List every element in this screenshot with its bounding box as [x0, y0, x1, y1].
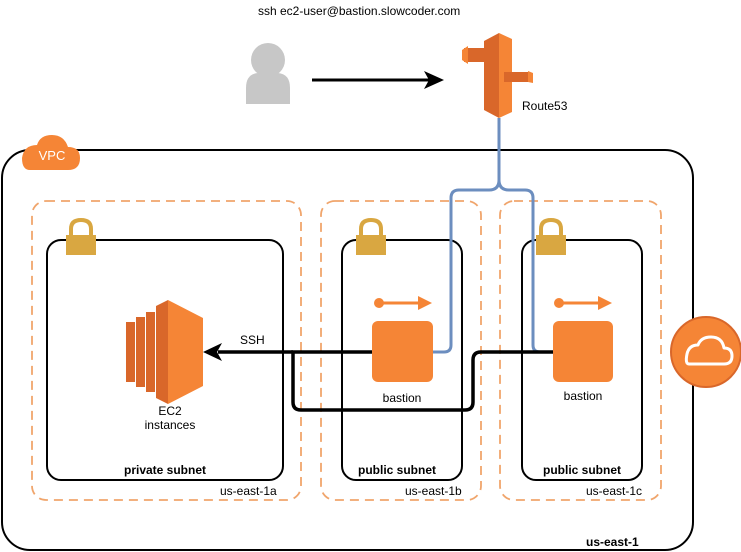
bastion-instance-icon: [553, 296, 613, 382]
route53-to-bastion-1b-link: [433, 118, 501, 354]
route53-icon: [462, 33, 533, 118]
ssh-connection: [203, 343, 553, 412]
public-subnet-label: public subnet: [358, 463, 436, 477]
user-to-route53-arrow: [312, 71, 444, 89]
vpc-badge-label: VPC: [38, 148, 66, 163]
route53-label: Route53: [522, 99, 568, 113]
ssh-arrow-label: SSH: [240, 333, 265, 347]
public-subnet-label: public subnet: [543, 463, 621, 477]
ec2-instances-icon: [126, 300, 203, 404]
user-icon: [246, 43, 290, 104]
ec2-label-line2: instances: [144, 418, 196, 432]
vpc-cloud-icon: [22, 135, 80, 170]
route53-to-bastion-1c-link: [497, 179, 553, 354]
bastion-label: bastion: [563, 389, 603, 403]
lock-icon: [66, 217, 96, 255]
internet-gateway-icon: [670, 316, 741, 388]
bastion-label: bastion: [382, 391, 422, 405]
ec2-label-line1: EC2: [158, 404, 182, 418]
az-label-1b: us-east-1b: [405, 484, 462, 498]
lock-icon: [536, 217, 566, 255]
az-label-1c: us-east-1c: [586, 484, 643, 498]
ssh-command-label: ssh ec2-user@bastion.slowcoder.com: [258, 4, 461, 18]
private-subnet-label: private subnet: [123, 463, 207, 477]
private-subnet-box: [46, 239, 284, 481]
region-label: us-east-1: [586, 535, 639, 549]
bastion-instance-icon: [372, 296, 433, 382]
az-label-1a: us-east-1a: [220, 484, 277, 498]
lock-icon: [356, 217, 386, 255]
public-subnet-box-1c: [521, 239, 643, 481]
public-subnet-box-1b: [341, 239, 463, 481]
